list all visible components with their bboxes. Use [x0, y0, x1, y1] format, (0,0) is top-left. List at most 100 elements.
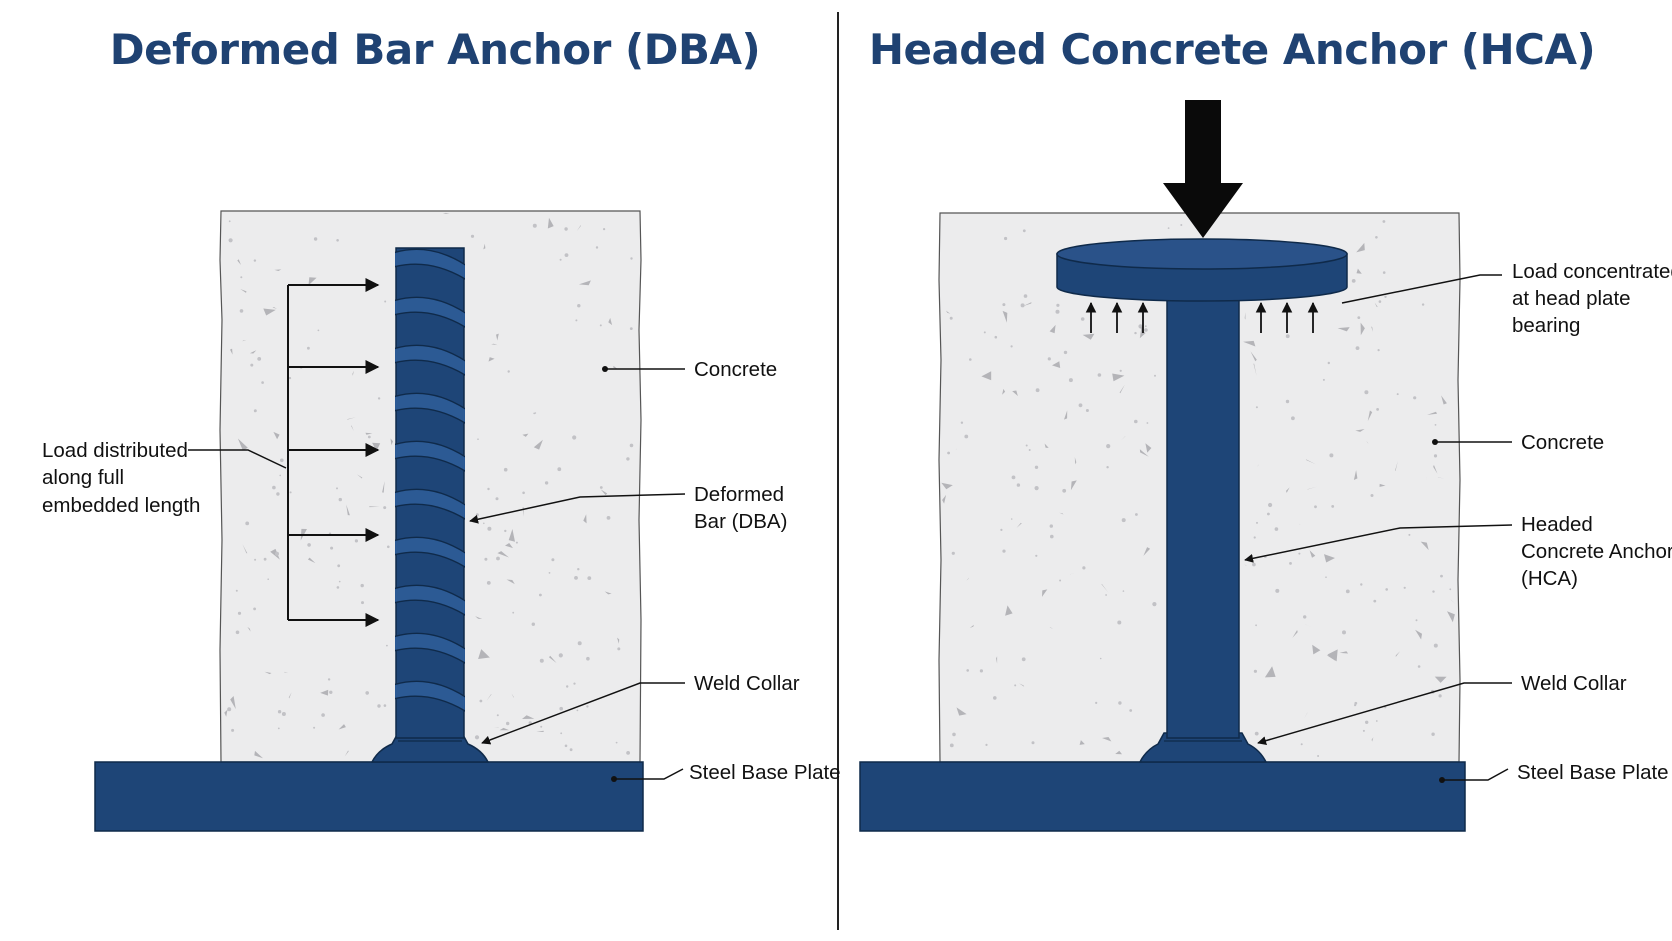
aggregate-speck [337, 564, 341, 568]
aggregate-speck [1254, 731, 1259, 736]
aggregate-speck [1408, 533, 1411, 536]
right-concrete-aggregate [941, 220, 1456, 757]
aggregate-speck [270, 548, 280, 560]
aggregate-speck [1082, 333, 1095, 340]
aggregate-speck [1304, 712, 1308, 719]
aggregate-speck [1431, 732, 1435, 736]
aggregate-speck [253, 409, 257, 413]
aggregate-speck [1012, 390, 1018, 397]
hca-label: Headed Concrete Anchor (HCA) [1521, 513, 1672, 590]
aggregate-speck [1115, 750, 1122, 755]
hca-label-leader [1244, 524, 1513, 563]
aggregate-speck [1135, 513, 1138, 516]
aggregate-speck [559, 706, 563, 711]
bar-rib [395, 344, 465, 376]
aggregate-speck [474, 735, 480, 740]
aggregate-speck [1028, 449, 1031, 451]
aggregate-speck [1021, 657, 1026, 662]
aggregate-speck [587, 576, 592, 580]
aggregate-speck [577, 568, 580, 571]
aggregate-speck [1044, 443, 1049, 448]
aggregate-speck [507, 370, 510, 373]
aggregate-speck [575, 319, 578, 322]
aggregate-speck [1351, 279, 1356, 283]
aggregate-speck [1420, 541, 1429, 551]
aggregate-speck [539, 658, 544, 663]
aggregate-speck [1305, 459, 1316, 465]
aggregate-speck [599, 486, 603, 489]
aggregate-speck [1274, 527, 1279, 531]
aggregate-speck [264, 671, 272, 675]
aggregate-speck [558, 653, 563, 658]
aggregate-speck [1417, 665, 1421, 668]
applied-load-arrow [1163, 100, 1243, 238]
aggregate-speck [506, 721, 510, 726]
aggregate-speck [572, 435, 577, 440]
aggregate-speck [539, 593, 542, 597]
load-label-leader [188, 449, 287, 469]
aggregate-speck [1371, 737, 1374, 742]
aggregate-speck [257, 357, 262, 361]
aggregate-speck [1031, 741, 1035, 745]
aggregate-speck [1025, 444, 1028, 447]
aggregate-speck [1255, 624, 1257, 627]
aggregate-speck [1059, 579, 1062, 582]
aggregate-speck [1339, 651, 1349, 654]
aggregate-speck [533, 439, 543, 450]
aggregate-speck [228, 220, 231, 223]
bar-rib [395, 584, 465, 616]
aggregate-speck [608, 317, 613, 326]
aggregate-speck [969, 624, 974, 628]
bar-rib [395, 632, 465, 664]
aggregate-speck [1432, 590, 1435, 593]
right-concrete-label: Concrete [1521, 431, 1604, 454]
aggregate-speck [604, 591, 612, 595]
aggregate-speck [1146, 422, 1149, 424]
aggregate-speck [1243, 340, 1256, 347]
aggregate-speck [1022, 302, 1032, 307]
aggregate-speck [1056, 303, 1060, 307]
aggregate-speck [1327, 649, 1338, 662]
aggregate-speck [1049, 324, 1056, 334]
aggregate-speck [1253, 536, 1256, 539]
aggregate-speck [1447, 611, 1455, 623]
aggregate-speck [1050, 534, 1054, 539]
aggregate-speck [515, 541, 518, 544]
aggregate-speck [1002, 310, 1008, 323]
left-panel-title: Deformed Bar Anchor (DBA) [110, 25, 760, 74]
aggregate-speck [279, 474, 282, 477]
left-base-plate-label: Steel Base Plate [689, 761, 841, 784]
aggregate-speck [941, 482, 953, 490]
aggregate-speck [487, 526, 492, 531]
bar-rib [395, 440, 465, 472]
aggregate-speck [559, 258, 562, 261]
aggregate-speck [1437, 477, 1445, 479]
aggregate-speck [573, 682, 576, 685]
bar-rib [395, 392, 465, 424]
aggregate-speck [1264, 666, 1276, 678]
aggregate-speck [569, 748, 573, 752]
aggregate-speck [983, 331, 986, 334]
aggregate-speck [1034, 486, 1039, 491]
aggregate-speck [1433, 464, 1438, 474]
aggregate-speck [288, 376, 292, 380]
aggregate-speck [313, 726, 316, 729]
aggregate-speck [263, 557, 267, 561]
right-panel-title: Headed Concrete Anchor (HCA) [869, 25, 1595, 74]
aggregate-speck [599, 324, 602, 327]
aggregate-speck [361, 601, 364, 605]
aggregate-speck [1016, 483, 1021, 487]
aggregate-speck [330, 546, 334, 550]
aggregate-speck [617, 647, 621, 651]
aggregate-speck [336, 239, 339, 242]
aggregate-speck [606, 516, 611, 520]
aggregate-speck [1286, 487, 1290, 493]
aggregate-speck [1139, 449, 1149, 457]
aggregate-speck [486, 694, 492, 701]
aggregate-speck [942, 494, 947, 504]
aggregate-speck [595, 246, 599, 249]
aggregate-speck [1002, 388, 1006, 395]
bar-rib [395, 248, 465, 280]
aggregate-speck [586, 705, 589, 708]
aggregate-speck [1014, 684, 1017, 687]
